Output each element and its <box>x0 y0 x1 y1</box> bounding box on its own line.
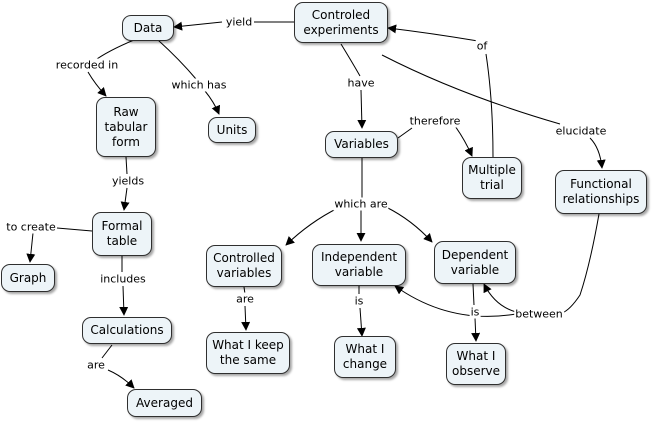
link-label-therefore: therefore <box>408 114 462 128</box>
node-what-i-change[interactable]: What I change <box>334 336 396 378</box>
edge-are-averaged <box>107 369 135 389</box>
link-label-is-independent: is <box>353 294 365 308</box>
edge-which-has-units <box>204 90 221 115</box>
link-label-between: between <box>514 307 564 321</box>
edge-between-independent <box>394 285 517 317</box>
link-label-have: have <box>346 76 376 90</box>
node-dependent-variable[interactable]: Dependent variable <box>434 241 516 284</box>
edge-experiments-have <box>340 43 361 77</box>
edge-yields-formal <box>120 187 130 211</box>
edge-are-keep-same <box>241 305 251 331</box>
node-multiple-trial[interactable]: Multiple trial <box>462 157 522 199</box>
edge-dependent-is <box>472 283 475 306</box>
node-units[interactable]: Units <box>208 117 256 143</box>
edge-between-dependent <box>483 283 517 313</box>
edge-therefore-multiple <box>454 125 473 157</box>
link-label-is-dependent: is <box>469 305 481 319</box>
node-functional-relationships[interactable]: Functional relationships <box>555 170 647 214</box>
link-label-elucidate: elucidate <box>554 124 608 138</box>
edge-yield-data <box>173 21 223 31</box>
link-label-are-controlled: are <box>235 292 255 306</box>
node-calculations[interactable]: Calculations <box>82 317 172 344</box>
link-label-of: of <box>475 39 489 53</box>
edge-data-which-has <box>157 39 197 80</box>
edge-variables-therefore <box>397 127 413 139</box>
edge-experiments-elucidate <box>381 54 561 125</box>
edge-which-are-dependent <box>385 206 433 243</box>
node-what-i-observe[interactable]: What I observe <box>446 343 506 385</box>
link-label-recorded-in: recorded in <box>54 58 120 72</box>
edge-functional-between <box>561 213 600 314</box>
edge-formal-to-create <box>56 227 93 232</box>
node-data[interactable]: Data <box>122 15 174 41</box>
edge-multiple-of <box>485 53 494 158</box>
link-label-which-has: which has <box>170 78 228 92</box>
edge-have-variables <box>357 89 367 129</box>
edge-recorded-in-raw <box>87 71 107 97</box>
node-independent-variable[interactable]: Independent variable <box>312 244 406 286</box>
node-variables[interactable]: Variables <box>325 131 398 158</box>
link-label-includes: includes <box>99 272 147 286</box>
link-label-are-averaged: are <box>86 358 106 372</box>
edge-of-experiments <box>387 24 479 42</box>
node-averaged[interactable]: Averaged <box>127 389 202 417</box>
node-formal-table[interactable]: Formal table <box>92 212 152 256</box>
link-label-yield: yield <box>224 15 254 29</box>
node-controlled-experiments[interactable]: Controled experiments <box>294 2 388 43</box>
node-what-i-keep-the-same[interactable]: What I keep the same <box>206 332 290 374</box>
node-graph[interactable]: Graph <box>1 264 55 292</box>
node-controlled-variables[interactable]: Controlled variables <box>206 245 282 287</box>
link-label-yields: yields <box>110 174 146 188</box>
edge-is-change <box>356 307 366 337</box>
link-label-which-are: which are <box>333 197 389 211</box>
edge-is-observe <box>471 317 481 342</box>
edge-which-are-controlled <box>285 207 339 246</box>
edge-calculations-are <box>101 344 113 359</box>
edge-includes-calculations <box>119 285 129 316</box>
link-label-to-create: to create <box>5 220 57 234</box>
edge-raw-yields <box>125 156 128 175</box>
edge-elucidate-functional <box>589 137 606 169</box>
edge-to-create-graph <box>26 232 36 263</box>
node-raw-tabular-form[interactable]: Raw tabular form <box>96 97 156 157</box>
